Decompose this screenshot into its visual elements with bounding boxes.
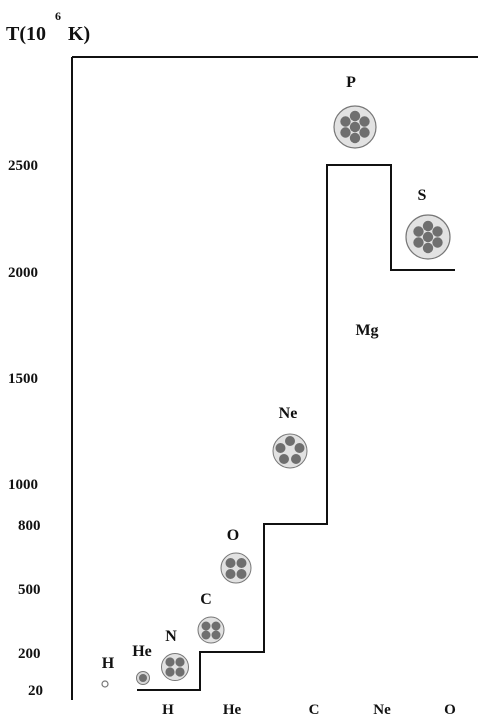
x-tick-H: H xyxy=(162,702,174,718)
nucleus-C-icon xyxy=(197,616,225,644)
x-tick-He: He xyxy=(223,702,242,718)
temperature-step-line xyxy=(137,164,455,691)
y-axis-title-unit: K) xyxy=(68,23,90,45)
nucleus-label-Mg: Mg xyxy=(355,322,378,339)
nucleus-S-icon xyxy=(405,214,451,260)
x-tick-O: O xyxy=(444,702,456,718)
x-tick-C: C xyxy=(309,702,320,718)
x-tick-Ne: Ne xyxy=(373,702,391,718)
nucleus-label-N: N xyxy=(165,628,177,645)
y-tick-2500: 2500 xyxy=(8,158,38,174)
y-axis-title-main: T(10 xyxy=(6,23,46,45)
nucleus-label-H: H xyxy=(102,655,115,672)
nucleus-O-icon xyxy=(220,552,252,584)
y-tick-2000: 2000 xyxy=(8,265,38,281)
y-tick-500: 500 xyxy=(18,582,41,598)
nucleus-label-O: O xyxy=(227,527,239,544)
nucleus-P-icon xyxy=(333,105,377,149)
nucleus-label-C: C xyxy=(200,591,212,608)
nucleus-H-icon xyxy=(101,680,109,688)
nucleus-N-icon xyxy=(161,653,189,681)
nucleus-label-S: S xyxy=(418,187,427,204)
nucleus-Ne-icon xyxy=(272,433,308,469)
y-axis-title-exponent: 6 xyxy=(55,9,61,23)
nucleus-label-Ne: Ne xyxy=(279,405,298,422)
y-tick-20: 20 xyxy=(28,683,43,699)
nucleus-label-P: P xyxy=(346,74,356,91)
y-tick-1500: 1500 xyxy=(8,371,38,387)
nucleus-label-He: He xyxy=(132,643,152,660)
y-tick-200: 200 xyxy=(18,646,41,662)
nucleus-He-icon xyxy=(136,671,150,685)
y-tick-800: 800 xyxy=(18,518,41,534)
y-tick-1000: 1000 xyxy=(8,477,38,493)
